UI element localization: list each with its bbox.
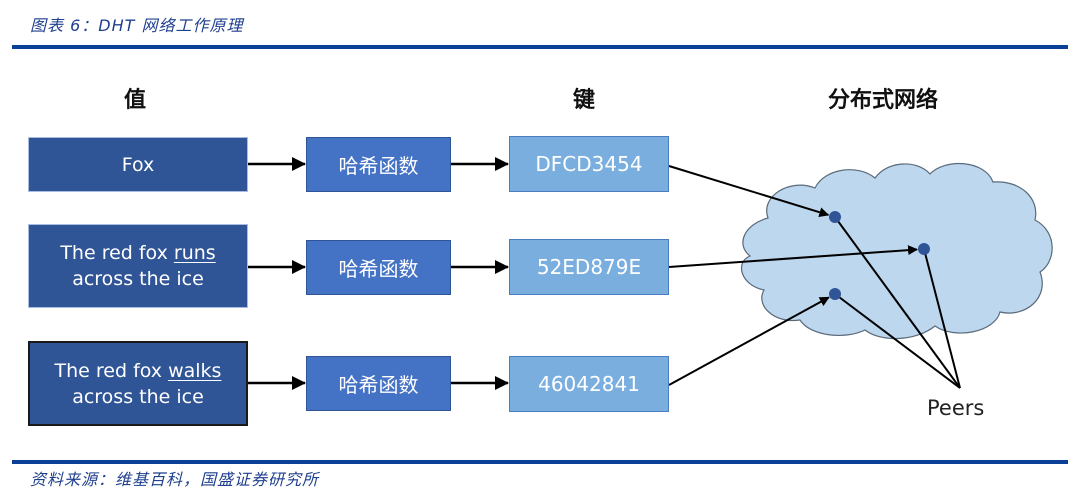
source-note: 资料来源：维基百科，国盛证券研究所 — [30, 470, 320, 489]
value-text-2-line2: across the ice — [72, 268, 204, 290]
peer-node-3 — [829, 288, 841, 300]
top-rule — [12, 45, 1068, 49]
key-box-1: DFCD3454 — [509, 136, 669, 192]
hash-function-box-1: 哈希函数 — [306, 137, 451, 192]
key-box-2: 52ED879E — [509, 239, 669, 295]
value-text-3-line2: across the ice — [72, 385, 204, 408]
arrow-key-to-peer-3 — [668, 296, 830, 386]
arrow-key-to-peer-1 — [668, 165, 830, 218]
column-header-network: 分布式网络 — [828, 88, 939, 113]
hash-function-box-3: 哈希函数 — [306, 356, 451, 411]
arrow-key-to-peer-2 — [668, 245, 919, 268]
peer-label-line-3 — [834, 293, 961, 389]
peer-node-2 — [918, 243, 930, 255]
value-text-2-prefix: The red fox — [60, 242, 174, 264]
column-header-value: 值 — [124, 88, 147, 113]
value-text-1: Fox — [121, 153, 155, 176]
value-text-2-verb: runs — [173, 242, 216, 264]
peer-label-line-1 — [834, 216, 961, 389]
figure-title: 图表 6：DHT 网络工作原理 — [30, 16, 244, 35]
value-box-1: Fox — [28, 137, 248, 192]
bottom-rule — [12, 460, 1068, 464]
value-box-3: The red fox walks across the ice — [28, 341, 248, 426]
hash-function-box-2: 哈希函数 — [306, 240, 451, 295]
peer-node-1 — [829, 211, 841, 223]
peers-label: Peers — [927, 396, 985, 420]
value-text-3-verb: walks — [168, 359, 222, 382]
value-box-2: The red fox runs across the ice — [28, 224, 248, 308]
peer-label-line-2 — [923, 248, 961, 389]
column-header-key: 键 — [573, 88, 596, 113]
value-text-3-prefix: The red fox — [54, 359, 169, 382]
key-box-3: 46042841 — [509, 356, 669, 412]
